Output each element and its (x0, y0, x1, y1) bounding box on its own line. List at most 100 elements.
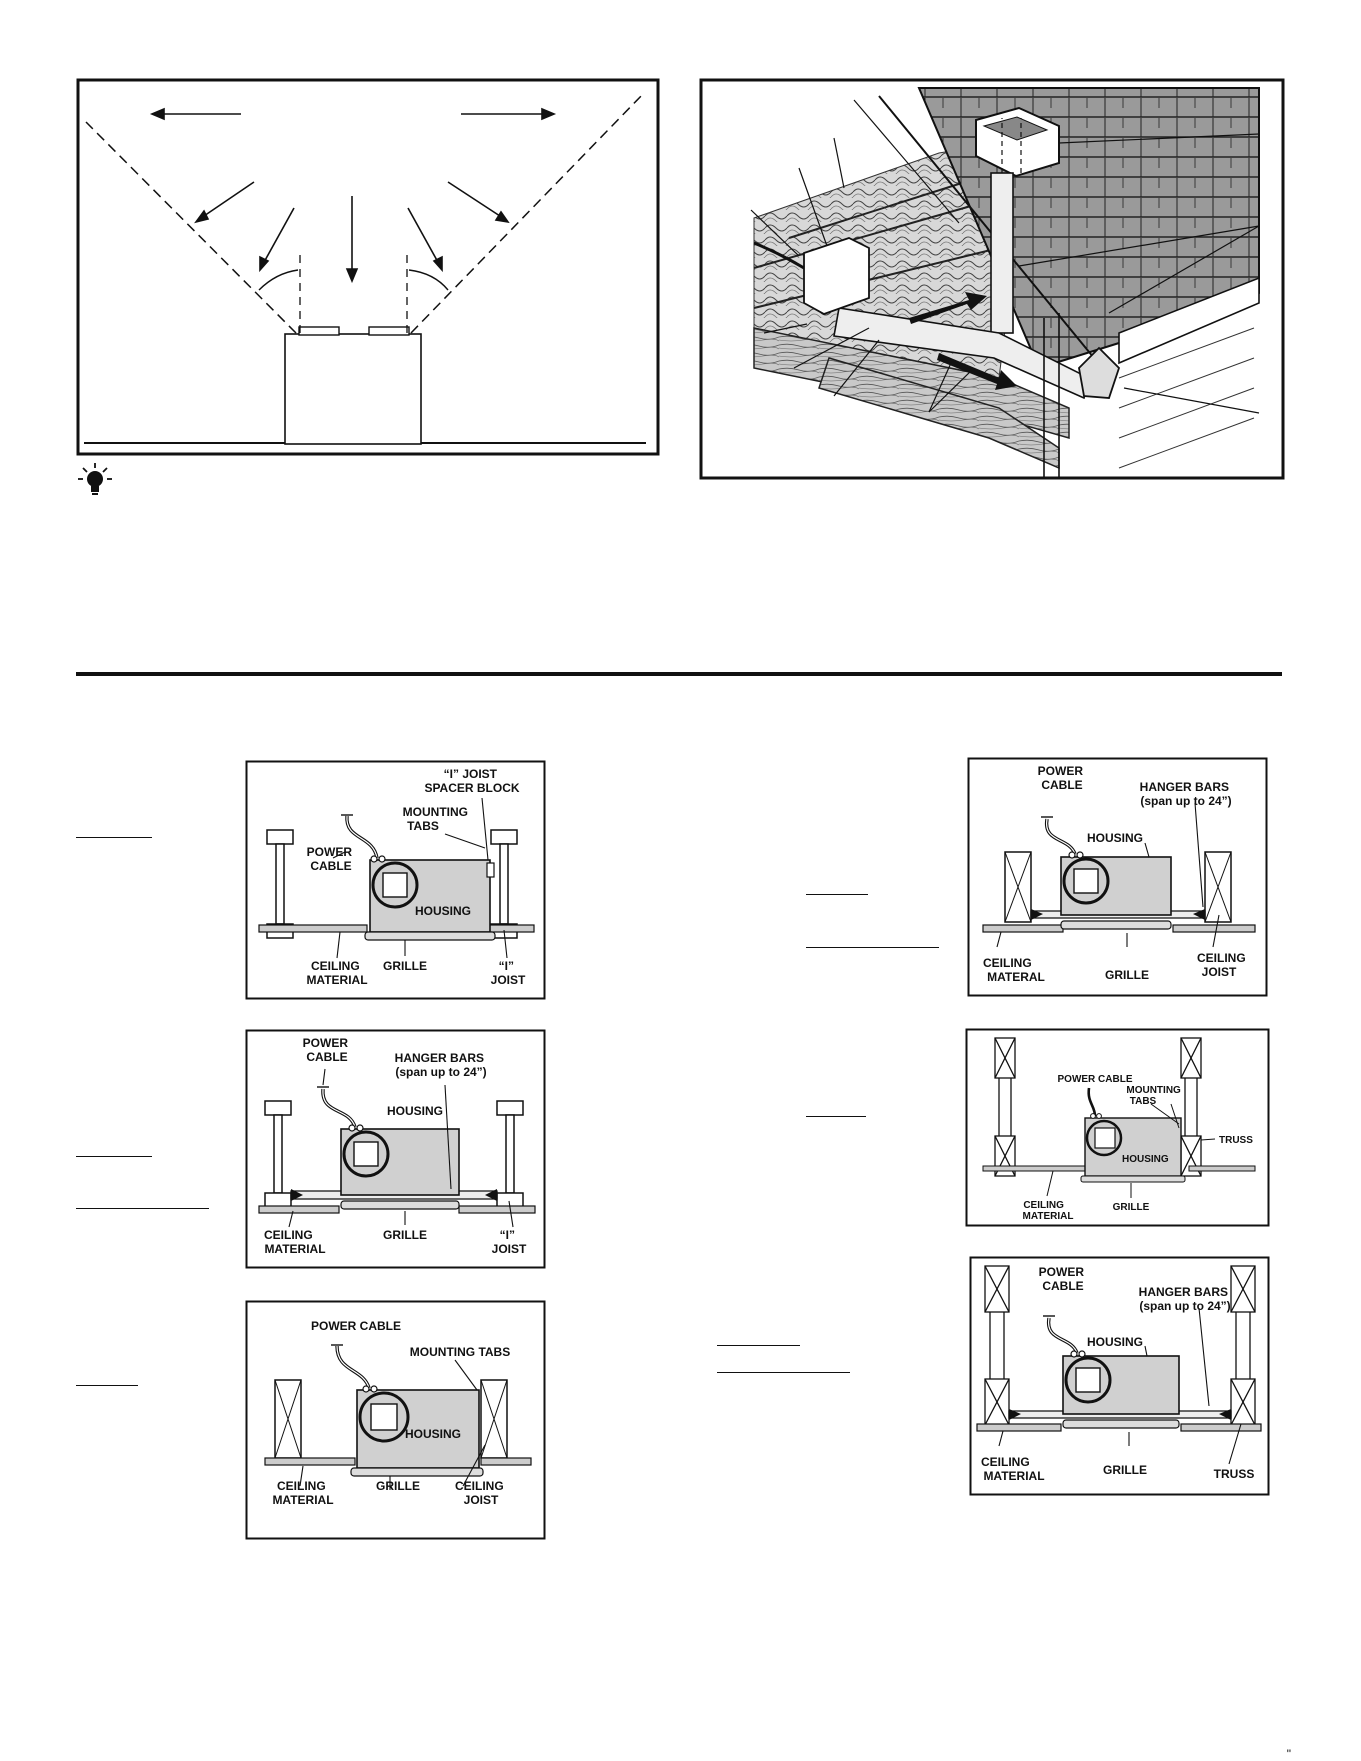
figure-i-joist-spacer-block: “I” JOIST SPACER BLOCK MOUNTING TABS POW… (245, 760, 546, 1000)
underline-mark (76, 1385, 138, 1386)
svg-text:“I” JOIST SPACER BLOCK: “I” JOIST SPACER BLOCK (424, 767, 519, 795)
underline-mark (806, 1116, 866, 1117)
attic-duct-illustration (699, 78, 1285, 480)
label-ceiling-joist-line1: CEILING (1197, 951, 1246, 965)
svg-text:MOUNTING TABS: MOUNTING TABS (403, 805, 472, 833)
svg-text:CEILING MATERIAL: CEILING MATERIAL (1023, 1200, 1074, 1222)
label-i-joist-spacer-line1: “I” JOIST (444, 767, 498, 781)
label-grille: GRILLE (1113, 1202, 1150, 1213)
figure-i-joist-hanger-bars: POWER CABLE HANGER BARS (span up to 24”)… (245, 1029, 546, 1269)
label-hanger-bars-line2: (span up to 24”) (395, 1065, 486, 1079)
svg-text:POWER CABLE: POWER CABLE (303, 1036, 352, 1064)
svg-text:“I” JOIST: “I” JOIST (491, 959, 526, 987)
label-housing: HOUSING (1087, 1335, 1143, 1349)
label-ceiling-material-line2: MATERIAL (306, 973, 367, 987)
svg-text:“I” JOIST: “I” JOIST (492, 1228, 527, 1256)
underline-mark (806, 947, 939, 948)
label-i-joist-line2: JOIST (491, 973, 526, 987)
svg-text:CEILING MATERIAL: CEILING MATERIAL (264, 1228, 326, 1256)
label-grille: GRILLE (1105, 968, 1149, 982)
truss-right (1230, 1265, 1256, 1426)
page-number: " (1286, 1747, 1291, 1761)
label-power-cable-line1: POWER (303, 1036, 349, 1050)
ceiling-joist-right (480, 1379, 508, 1459)
label-hanger-bars-line2: (span up to 24”) (1140, 794, 1231, 808)
label-ceiling-joist-line2: JOIST (1202, 965, 1237, 979)
label-truss: TRUSS (1214, 1467, 1255, 1481)
label-mounting-tabs-line2: TABS (1130, 1096, 1157, 1107)
svg-text:CEILING MATERIAL: CEILING MATERIAL (306, 959, 367, 987)
label-housing: HOUSING (387, 1104, 443, 1118)
underline-mark (717, 1345, 800, 1346)
label-housing: HOUSING (1087, 831, 1143, 845)
svg-text:CEILING MATERIAL: CEILING MATERIAL (981, 1455, 1045, 1483)
label-power-cable: POWER CABLE (311, 1319, 401, 1333)
svg-text:POWER CABLE: POWER CABLE (1039, 1265, 1088, 1293)
underline-mark (76, 1208, 209, 1209)
svg-text:POWER CABLE: POWER CABLE (307, 845, 356, 873)
label-ceiling-material-line1: CEILING (311, 959, 360, 973)
svg-text:CEILING JOIST: CEILING JOIST (1197, 951, 1249, 979)
label-hanger-bars-line1: HANGER BARS (1139, 1285, 1228, 1299)
svg-text:CEILING MATERAL: CEILING MATERAL (983, 956, 1045, 984)
label-ceiling-material-line2: MATERIAL (272, 1493, 333, 1507)
label-ceiling-material-line1: CEILING (277, 1479, 326, 1493)
i-joist-left (264, 1100, 292, 1208)
label-i-joist-line1: “I” (500, 1228, 515, 1242)
svg-text:HANGER BARS (span up to 24: HANGER BARS (span up to 24”) (1139, 1285, 1232, 1313)
label-ceiling-joist-line2: JOIST (464, 1493, 499, 1507)
underline-mark (76, 1156, 152, 1157)
svg-text:MOUNTING TABS: MOUNTING TABS (1126, 1085, 1183, 1107)
label-housing: HOUSING (415, 904, 471, 918)
label-ceiling-material-line2: MATERAL (987, 970, 1045, 984)
label-ceiling-material-line2: MATERIAL (264, 1242, 325, 1256)
svg-text:POWER CABLE: POWER CABLE (1038, 764, 1087, 792)
truss-right (1180, 1037, 1202, 1177)
label-power-cable-line1: POWER (307, 845, 353, 859)
underline-mark (717, 1372, 850, 1373)
figure-truss-mounting-tabs: POWER CABLE MOUNTING TABS TRUSS HOUSING … (965, 1028, 1270, 1227)
label-power-cable-line1: POWER (1038, 764, 1084, 778)
label-power-cable: POWER CABLE (1058, 1074, 1133, 1085)
label-grille: GRILLE (383, 1228, 427, 1242)
ceiling-joist-left (1004, 851, 1032, 923)
label-power-cable-line2: CABLE (310, 859, 351, 873)
label-grille: GRILLE (376, 1479, 420, 1493)
svg-text:HANGER BARS (span up to 24: HANGER BARS (span up to 24”) (1140, 780, 1233, 808)
label-ceiling-material-line2: MATERIAL (1023, 1211, 1074, 1222)
figure-ceiling-joist-hanger-bars: POWER CABLE HANGER BARS (span up to 24”)… (967, 757, 1268, 997)
label-hanger-bars-line1: HANGER BARS (1140, 780, 1229, 794)
svg-text:HANGER BARS (span up to 24: HANGER BARS (span up to 24”) (395, 1051, 488, 1079)
label-truss: TRUSS (1219, 1135, 1253, 1146)
lightbulb-icon (78, 463, 112, 495)
figure-truss-hanger-bars: POWER CABLE HANGER BARS (span up to 24”)… (969, 1256, 1270, 1496)
label-housing: HOUSING (1122, 1154, 1169, 1165)
underline-mark (76, 837, 152, 838)
label-i-joist-line1: “I” (499, 959, 514, 973)
label-ceiling-joist-line1: CEILING (455, 1479, 504, 1493)
label-ceiling-material-line1: CEILING (983, 956, 1032, 970)
label-power-cable-line2: CABLE (1042, 1279, 1083, 1293)
ceiling-joist-right (1204, 851, 1232, 923)
label-mounting-tabs: MOUNTING TABS (410, 1345, 510, 1359)
label-hanger-bars-line2: (span up to 24”) (1139, 1299, 1230, 1313)
label-power-cable-line2: CABLE (1041, 778, 1082, 792)
label-ceiling-material-line1: CEILING (1023, 1200, 1064, 1211)
label-ceiling-material-line1: CEILING (264, 1228, 313, 1242)
label-power-cable-line2: CABLE (306, 1050, 347, 1064)
figure-ceiling-joist-mounting-tabs: POWER CABLE MOUNTING TABS HOUSING CEILIN… (245, 1300, 546, 1540)
light-spread-diagram (76, 78, 660, 456)
label-i-joist-line2: JOIST (492, 1242, 527, 1256)
label-mounting-tabs-line1: MOUNTING (1126, 1085, 1181, 1096)
label-mounting-tabs-line1: MOUNTING (403, 805, 468, 819)
label-power-cable-line1: POWER (1039, 1265, 1085, 1279)
svg-text:CEILING JOIST: CEILING JOIST (455, 1479, 507, 1507)
label-mounting-tabs-line2: TABS (407, 819, 439, 833)
label-hanger-bars-line1: HANGER BARS (395, 1051, 484, 1065)
label-housing: HOUSING (405, 1427, 461, 1441)
label-i-joist-spacer-line2: SPACER BLOCK (424, 781, 519, 795)
underline-mark (806, 894, 868, 895)
ceiling-joist-left (274, 1379, 302, 1459)
label-grille: GRILLE (1103, 1463, 1147, 1477)
svg-text:CEILING MATERIAL: CEILING MATERIAL (272, 1479, 333, 1507)
